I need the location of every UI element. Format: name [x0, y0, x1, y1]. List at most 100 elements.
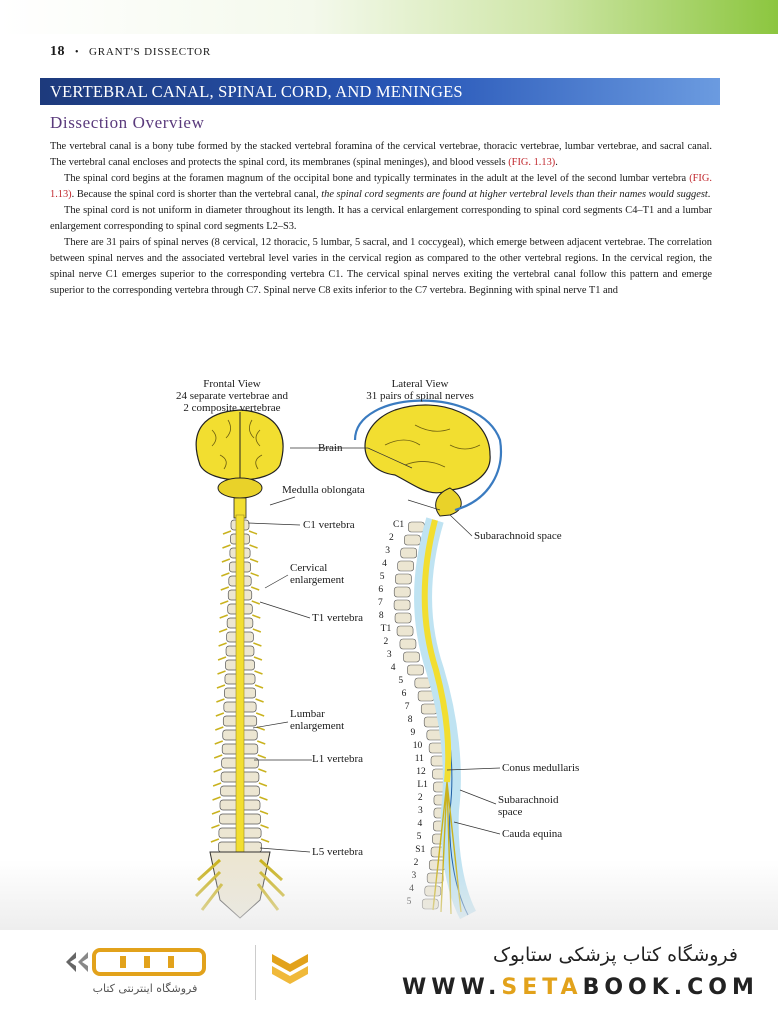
frontal-nerve-root	[216, 698, 225, 703]
frontal-brain	[195, 409, 284, 519]
vertebral-level-label: 5	[398, 676, 404, 686]
frontal-view-subtitle-1: 24 separate vertebrae and	[175, 390, 289, 402]
frontal-nerve-root	[217, 670, 226, 675]
vertebral-level-label: 2	[388, 533, 394, 543]
lateral-vertebra	[417, 690, 435, 702]
text-run: . Because the spinal cord is shorter tha…	[71, 189, 322, 200]
logo-tagline: فروشگاه اینترنتی کتاب	[92, 982, 198, 995]
label-subarachnoid-lower-line-1: Subarachnoid	[498, 794, 559, 806]
frontal-nerve-root	[250, 586, 260, 591]
label-brain: Brain	[318, 442, 343, 454]
lateral-vertebra	[403, 651, 420, 663]
frontal-nerve-root	[258, 768, 267, 773]
frontal-view-subtitle-2: 2 composite vertebrae	[183, 402, 281, 414]
vertebral-level-label: 8	[378, 611, 384, 621]
lateral-vertebra	[395, 573, 412, 585]
vertebral-level-label: L1	[417, 780, 428, 790]
frontal-nerve-root	[255, 698, 264, 703]
lateral-view-heading: Lateral View 31 pairs of spinal nerves	[345, 378, 495, 402]
book-chevron-icon	[272, 954, 308, 984]
vertebral-level-label: 2	[383, 637, 389, 647]
paragraph: There are 31 pairs of spinal nerves (8 c…	[50, 235, 712, 299]
store-url-suffix: BOOK.COM	[582, 975, 759, 1000]
frontal-nerve-root	[219, 600, 229, 605]
vertebral-level-label: 5	[379, 572, 385, 582]
lateral-vertebra	[407, 664, 424, 676]
frontal-nerve-root	[257, 754, 267, 759]
frontal-nerve-root	[259, 796, 268, 801]
vertebral-level-label: 9	[410, 728, 416, 738]
label-cervical-line-1: Cervical	[290, 562, 328, 574]
frontal-nerve-root	[252, 628, 262, 633]
frontal-nerve-root	[213, 754, 223, 759]
frontal-nerve-root	[215, 726, 224, 731]
store-url[interactable]: WWW.SETABOOK.COM	[402, 975, 759, 1000]
text-run: The vertebral canal is a bony tube forme…	[50, 141, 712, 168]
text-run: The spinal cord is not uniform in diamet…	[50, 205, 712, 232]
vertebral-level-label: 3	[417, 806, 423, 816]
footer	[0, 930, 778, 1010]
lateral-view-subtitle: 31 pairs of spinal nerves	[366, 390, 474, 402]
frontal-nerve-root	[248, 530, 258, 535]
lateral-vertebra	[404, 534, 421, 546]
label-c1-vertebra: C1 vertebra	[303, 519, 355, 531]
leader-lines	[247, 447, 501, 853]
label-cervical-enlargement: Cervical enlargement	[290, 562, 344, 586]
frontal-nerve-root	[217, 656, 227, 661]
lateral-vertebra	[393, 586, 411, 598]
frontal-nerve-root	[212, 782, 222, 787]
frontal-nerve-root	[210, 838, 220, 843]
lateral-vertebra	[397, 560, 414, 572]
section-title-bar: VERTEBRAL CANAL, SPINAL CORD, AND MENING…	[40, 78, 720, 105]
lateral-view-title: Lateral View	[391, 378, 449, 390]
frontal-nerve-root	[222, 530, 232, 535]
frontal-nerve-root	[221, 558, 231, 563]
frontal-nerve-root	[256, 740, 266, 745]
lateral-vertebra	[408, 521, 425, 533]
label-lumbar-line-1: Lumbar	[290, 708, 325, 720]
frontal-nerve-root	[214, 740, 224, 745]
vertebral-level-label: 4	[390, 663, 396, 673]
vertebral-level-label: T1	[380, 624, 392, 634]
paragraph: The spinal cord begins at the foramen ma…	[50, 171, 712, 203]
vertebral-level-label: C1	[393, 520, 405, 530]
frontal-nerve-root	[211, 810, 221, 815]
lateral-vertebra	[400, 547, 417, 559]
store-url-prefix: WWW.	[402, 975, 502, 1000]
figure-reference[interactable]: (FIG. 1.13)	[50, 173, 712, 200]
frontal-nerve-root	[211, 824, 220, 829]
label-subarachnoid-lower-line-2: space	[498, 806, 523, 818]
label-l5-vertebra: L5 vertebra	[312, 846, 363, 858]
vertebral-level-label: 12	[416, 767, 426, 777]
frontal-nerve-root	[253, 656, 263, 661]
frontal-nerve-root	[212, 796, 221, 801]
frontal-nerve-root	[222, 544, 231, 549]
frontal-nerve-root	[258, 782, 268, 787]
figure-illustration	[194, 399, 502, 920]
label-cervical-line-2: enlargement	[290, 574, 345, 586]
label-cauda-equina: Cauda equina	[502, 828, 563, 840]
book-title: GRANT'S DISSECTOR	[89, 46, 212, 58]
label-subarachnoid-space-lower: Subarachnoid space	[498, 794, 558, 818]
top-gradient-band	[0, 0, 778, 34]
frontal-nerve-root	[221, 572, 230, 577]
figure-reference[interactable]: (FIG. 1.13)	[508, 157, 556, 168]
frontal-nerve-root	[256, 726, 265, 731]
lateral-vertebra	[394, 612, 412, 624]
vertebral-level-label: 8	[407, 715, 413, 725]
frontal-nerve-root	[252, 614, 261, 619]
store-url-accent: SETA	[501, 975, 583, 1000]
frontal-view-heading: Frontal View 24 separate vertebrae and 2…	[162, 378, 302, 414]
footer-divider	[255, 945, 256, 1000]
setabook-logo-icon	[66, 948, 206, 976]
label-t1-vertebra: T1 vertebra	[312, 612, 363, 624]
frontal-nerve-root	[255, 712, 265, 717]
vertebral-level-label: 3	[386, 650, 392, 660]
vertebral-level-label: 4	[417, 819, 423, 829]
text-run: The spinal cord begins at the foramen ma…	[64, 173, 690, 184]
frontal-nerve-root	[259, 810, 269, 815]
frontal-nerve-root	[249, 544, 258, 549]
frontal-nerve-root	[251, 600, 261, 605]
label-medulla-oblongata: Medulla oblongata	[282, 484, 365, 496]
lateral-vertebra	[399, 638, 417, 650]
